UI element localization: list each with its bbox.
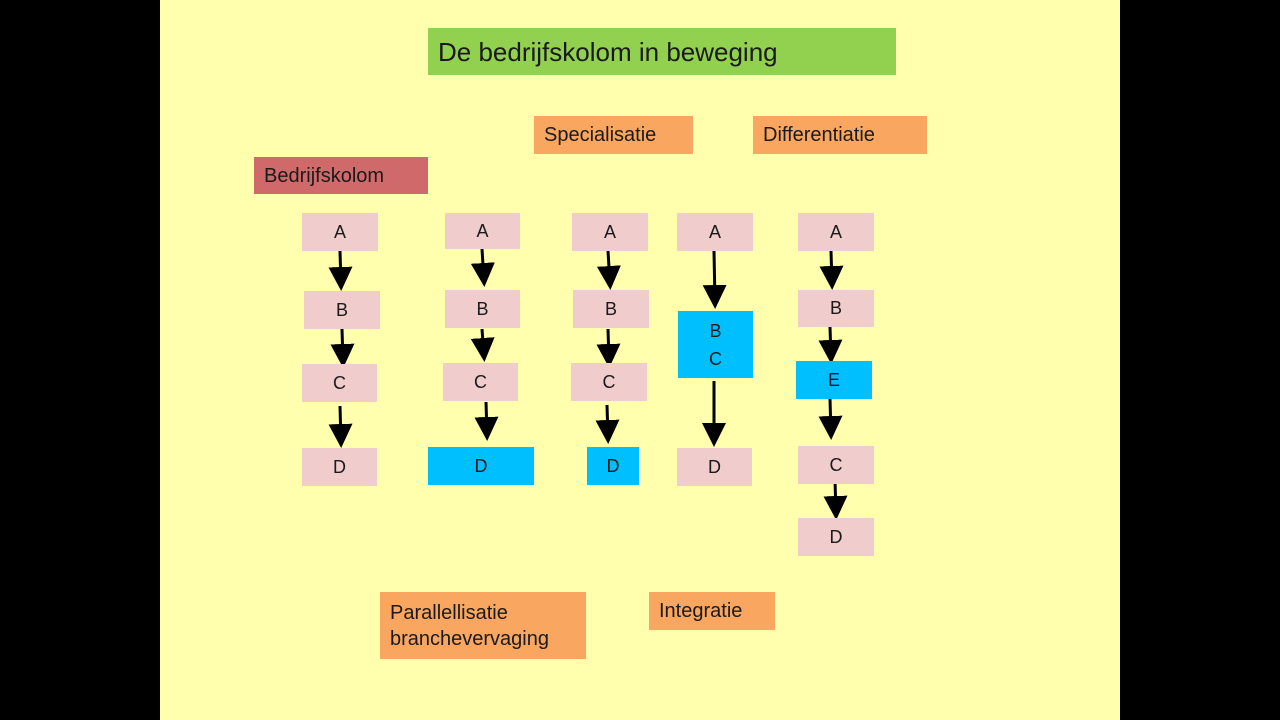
column-3-node-b: B: [573, 290, 649, 328]
column-2-node-b: B: [445, 290, 520, 328]
column-5-node-c: C: [798, 446, 874, 484]
column-2-node-a: A: [445, 213, 520, 249]
label-bedrijfskolom: Bedrijfskolom: [254, 157, 428, 194]
arrow: [818, 398, 843, 440]
column-3-node-d: D: [587, 447, 639, 485]
column-4-node-d: D: [677, 448, 752, 486]
column-2-node-c: C: [443, 363, 518, 401]
label-parallellisatie: Parallellisatie branchevervaging: [380, 592, 586, 659]
column-4-node-bc: B C: [678, 311, 753, 378]
slide: De bedrijfskolom in beweging Specialisat…: [160, 0, 1120, 720]
arrow: [818, 326, 843, 364]
arrow: [596, 328, 621, 368]
arrow: [474, 401, 499, 441]
arrows-layer: [328, 248, 848, 520]
column-5-node-b: B: [798, 290, 874, 327]
arrow: [470, 248, 495, 287]
arrow: [330, 328, 355, 368]
column-1-node-c: C: [302, 364, 377, 402]
column-5-node-d: D: [798, 518, 874, 556]
column-3-node-a: A: [572, 213, 648, 251]
title-box: De bedrijfskolom in beweging: [428, 28, 896, 75]
column-5-node-a: A: [798, 213, 874, 251]
column-2-node-d: D: [428, 447, 534, 485]
column-3-node-c: C: [571, 363, 647, 401]
label-specialisatie: Specialisatie: [534, 116, 693, 154]
label-differentiatie: Differentiatie: [753, 116, 927, 154]
arrow: [819, 250, 844, 290]
arrow: [328, 250, 353, 291]
label-integratie: Integratie: [649, 592, 775, 630]
arrow: [823, 479, 848, 520]
page-title: De bedrijfskolom in beweging: [438, 36, 778, 67]
arrow: [328, 405, 353, 448]
column-5-node-e: E: [796, 361, 872, 399]
arrow: [470, 328, 495, 362]
arrow: [596, 250, 621, 290]
column-1-node-d: D: [302, 448, 377, 486]
column-1-node-a: A: [302, 213, 378, 251]
arrow: [702, 250, 727, 309]
column-1-node-b: B: [304, 291, 380, 329]
column-4-node-a: A: [677, 213, 753, 251]
arrow: [595, 404, 620, 444]
